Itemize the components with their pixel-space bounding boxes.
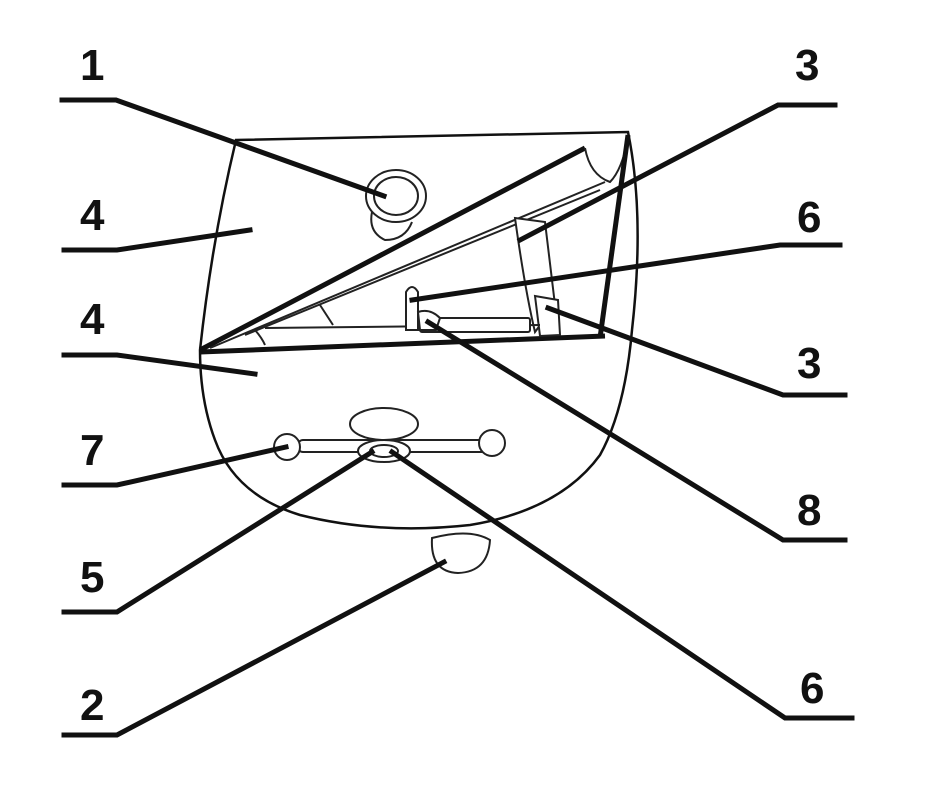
leader-3-mid xyxy=(544,304,848,398)
leader-8 xyxy=(424,318,848,543)
label-8: 8 xyxy=(797,486,821,535)
leader-lines xyxy=(59,97,855,738)
label-6-bottom: 6 xyxy=(800,664,824,713)
leader-4-upper xyxy=(61,227,253,253)
top-knob xyxy=(365,169,427,242)
leader-3-upper xyxy=(516,102,838,244)
tray-side-block xyxy=(533,294,562,338)
label-3-upper: 3 xyxy=(795,41,819,90)
pivot-arc xyxy=(254,329,266,346)
upright-post xyxy=(405,286,419,331)
label-3-mid: 3 xyxy=(797,339,821,388)
label-7: 7 xyxy=(80,426,104,475)
label-1: 1 xyxy=(80,41,104,90)
lid-diagonal-inner xyxy=(209,181,606,349)
handle-mount-boss xyxy=(349,407,419,441)
lid-diagonal-inner-2 xyxy=(244,189,601,336)
knob-cap-inner xyxy=(373,176,419,216)
label-4-upper: 4 xyxy=(80,191,105,240)
right-vertical-edge xyxy=(597,134,631,339)
leader-6-bottom xyxy=(388,448,855,721)
leader-5 xyxy=(61,448,376,615)
label-6-mid: 6 xyxy=(797,193,821,242)
label-4-lower: 4 xyxy=(80,295,105,344)
upper-panel xyxy=(198,134,631,355)
handle-end-right xyxy=(478,429,506,457)
slide-assembly xyxy=(405,286,531,333)
reference-numerals: 1 4 4 7 5 2 3 6 3 8 6 xyxy=(80,41,824,730)
leader-7 xyxy=(61,444,289,488)
leader-2 xyxy=(61,558,448,738)
label-5: 5 xyxy=(80,553,104,602)
bottom-foot xyxy=(430,532,492,575)
foot-body xyxy=(430,532,492,575)
horizontal-seam xyxy=(199,333,606,355)
lid-diagonal-edge xyxy=(198,145,587,353)
leader-1 xyxy=(59,97,388,200)
label-2: 2 xyxy=(80,681,104,730)
leader-6-mid xyxy=(409,242,843,303)
leader-4-lower xyxy=(61,352,258,377)
support-line xyxy=(319,304,334,326)
